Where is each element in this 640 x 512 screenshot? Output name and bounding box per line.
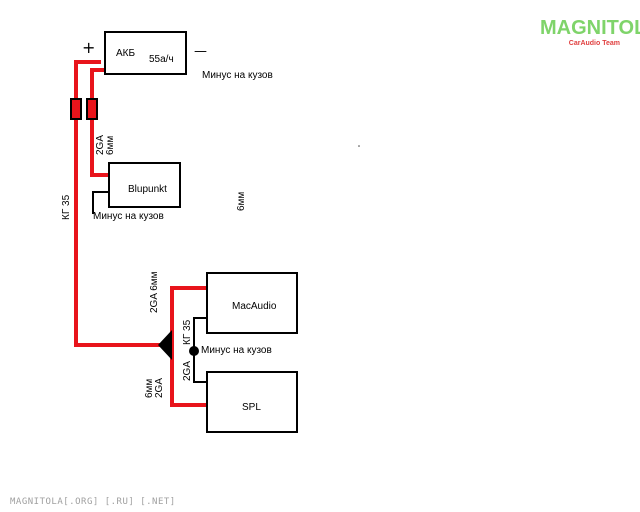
macaudio-box [206,272,298,334]
spl-label: SPL [242,402,261,413]
logo-sub-text: CarAudio Team [568,40,620,47]
blupunkt-label: Blupunkt [128,184,167,195]
minus-body-label-top: Минус на кузов [202,70,273,81]
distribution-block [158,330,172,360]
battery-capacity: 55а/ч [149,54,174,65]
battery-box [104,31,187,75]
spl-box [206,371,298,433]
kg35-main-label: КГ 35 [61,194,72,220]
footer-domains: MAGNITOLA[.ORG] [.RU] [.NET] [10,497,176,507]
logo-main-text: MAGNITOLA [540,17,640,39]
main-power-wire [74,60,163,347]
stray-dot [358,145,360,147]
blupunkt-box [108,162,181,208]
ground-junction [189,346,199,356]
blupunkt-power-wire [90,68,110,177]
cable-2ga-6mm-top: 2GA 6мм [95,134,116,155]
spl-power-wire [170,345,208,407]
main-fuse [70,98,82,120]
spl-ground-wire [193,351,208,383]
macaudio-label: MacAudio [232,301,277,312]
kg35-ground-label: КГ 35 [182,319,193,345]
magnitola-logo: MAGNITOLA CarAudio Team [540,18,640,52]
battery-plus-sign: + [82,38,96,57]
cable-2ga-6mm-mac: 2GA 6мм [149,271,160,313]
float-6mm-label: 6мм [236,191,247,211]
battery-minus-sign: — [194,44,207,59]
cable-6mm-2ga-spl: 6мм 2GA [144,377,165,398]
blupunkt-ground-wire [92,191,110,214]
blupunkt-fuse [86,98,98,120]
minus-body-label-amps: Минус на кузов [201,345,272,356]
macaudio-power-wire [170,286,208,345]
minus-body-label-blupunkt: Минус на кузов [93,211,164,222]
macaudio-ground-wire [193,317,208,351]
battery-label: АКБ [116,48,136,59]
cable-2ga-ground: 2GA [182,360,193,381]
